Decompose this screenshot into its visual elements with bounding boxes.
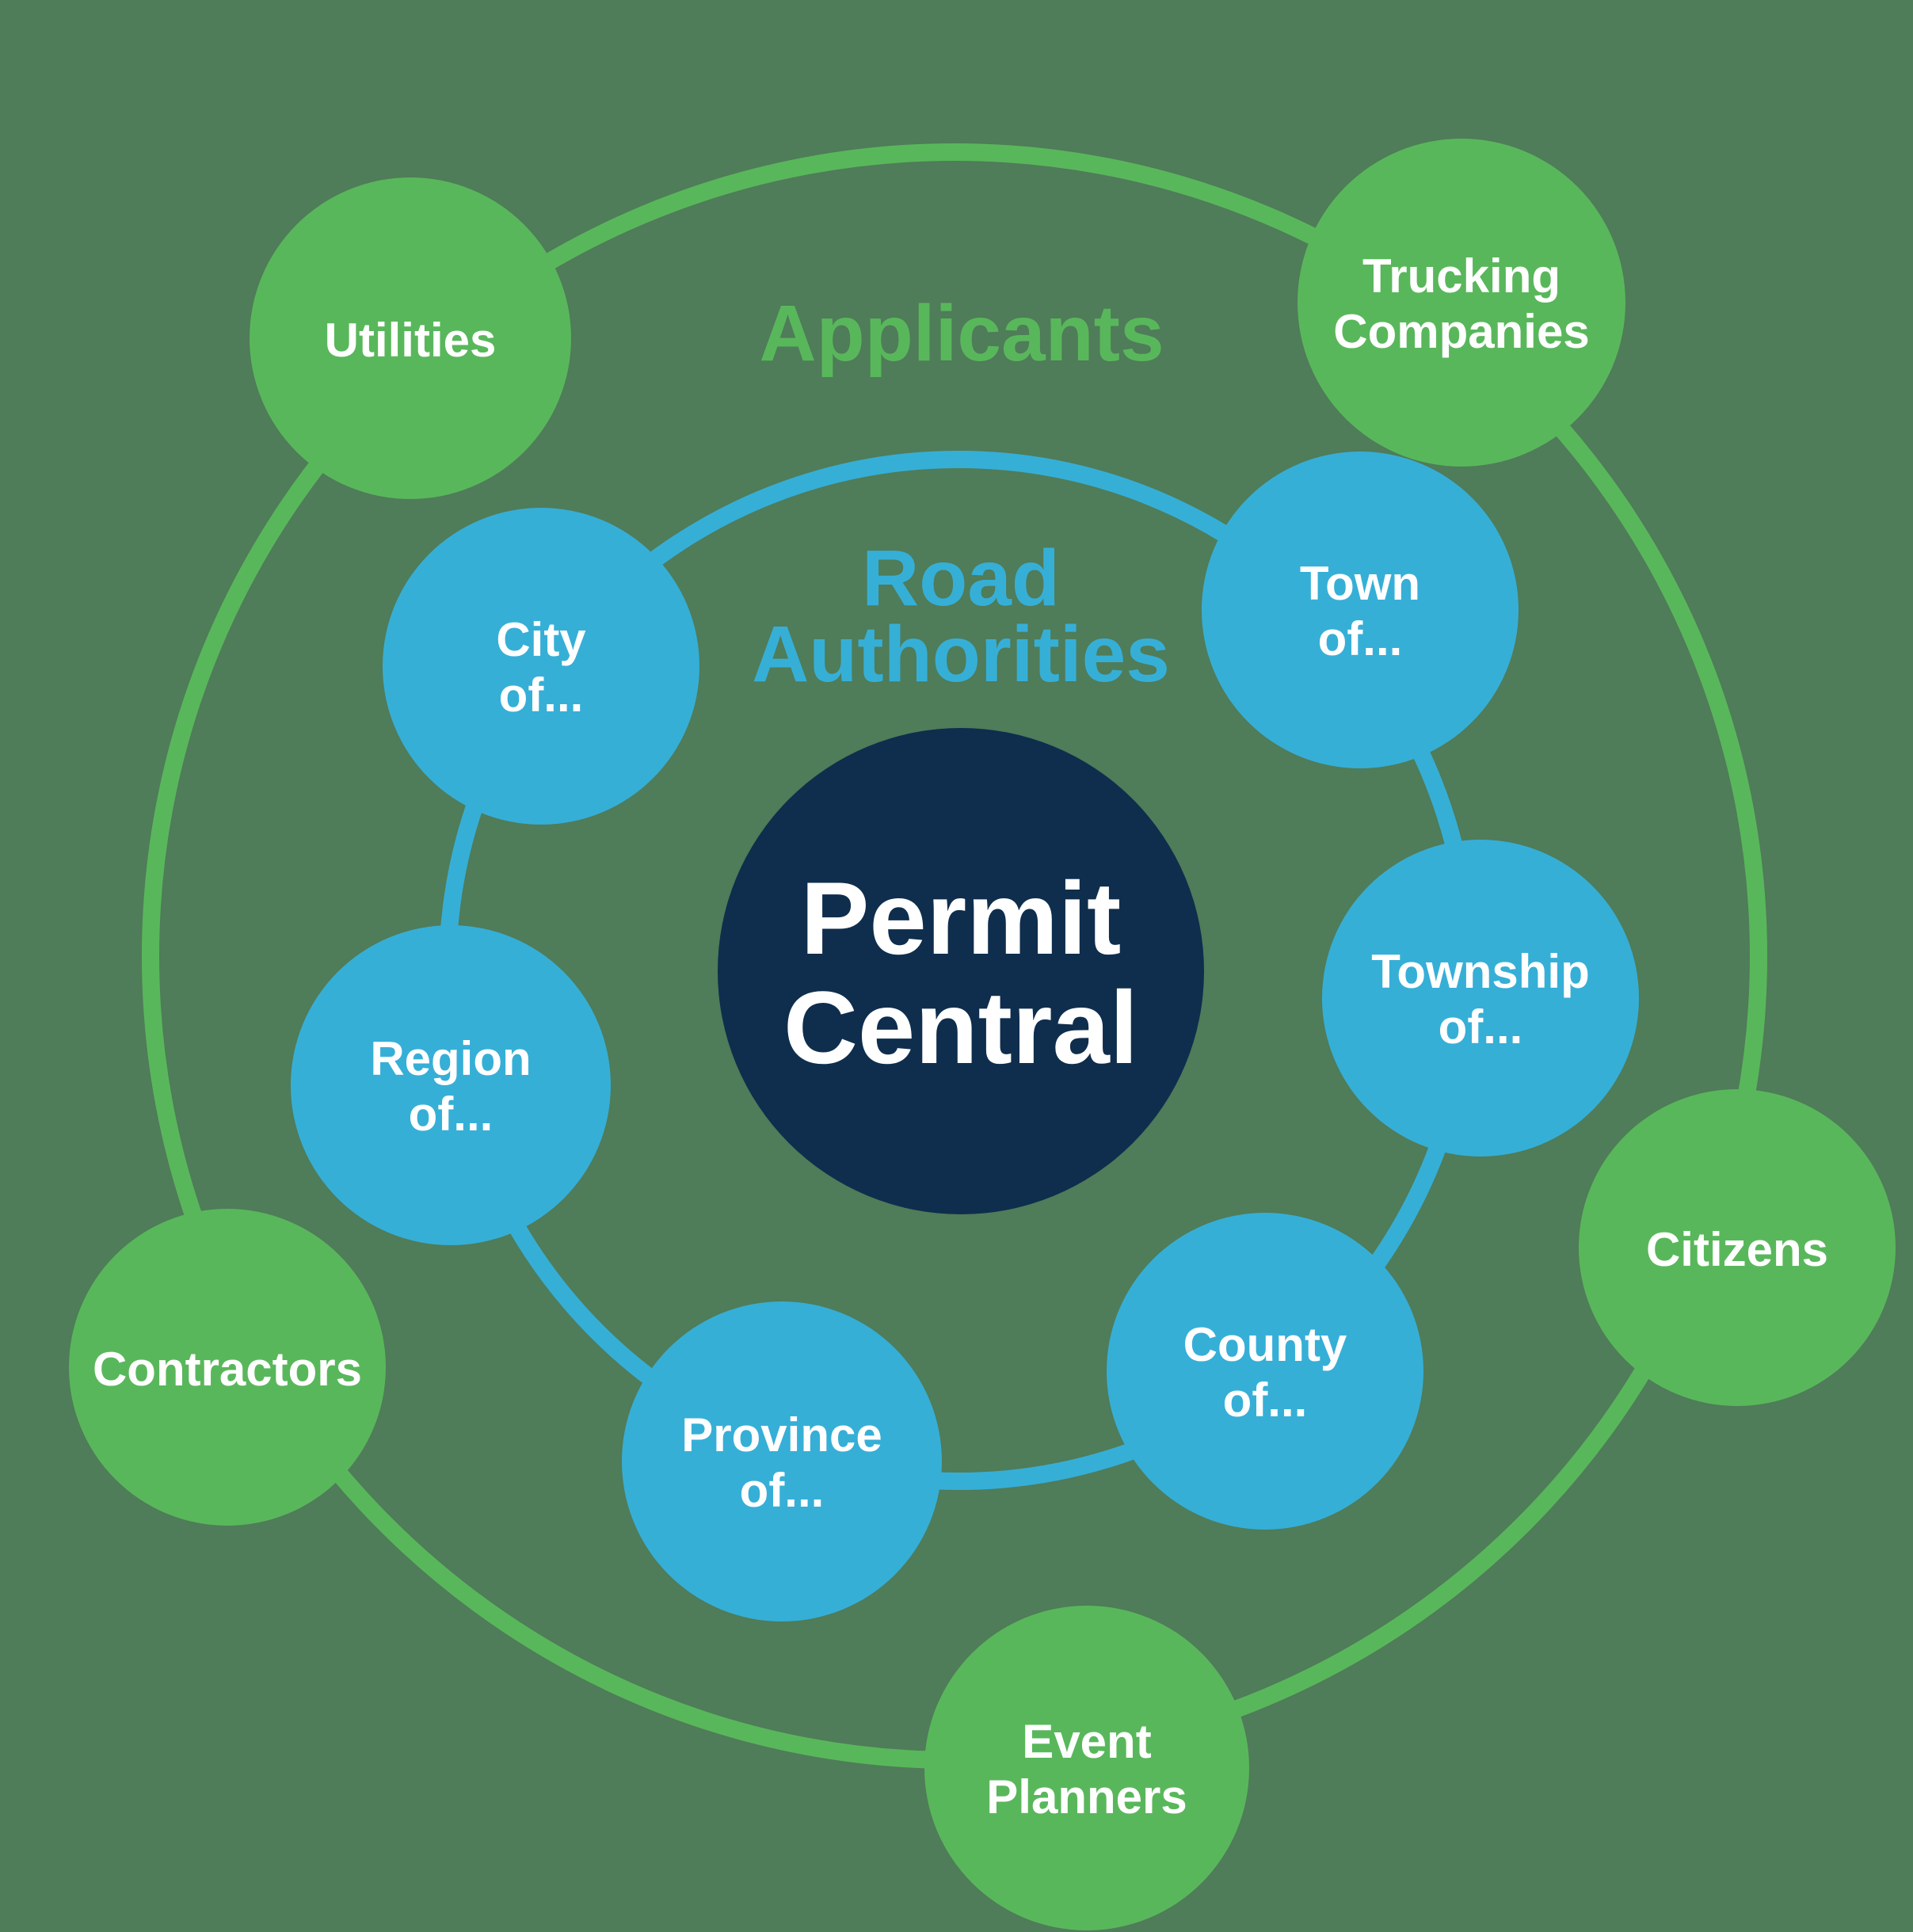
node-permit-central: Permit Central [718, 728, 1204, 1214]
county-of-circle [1107, 1213, 1423, 1530]
province-of-label-line2: of... [740, 1464, 825, 1517]
utilities-label: Utilities [325, 314, 497, 367]
region-of-label-line1: Region [370, 1032, 531, 1085]
town-of-label-line2: of... [1318, 612, 1403, 665]
node-township-of: Township of... [1322, 840, 1639, 1157]
node-region-of: Region of... [291, 925, 611, 1245]
node-citizens: Citizens [1579, 1089, 1896, 1406]
permit-central-circle [718, 728, 1204, 1214]
node-trucking-companies: Trucking Companies [1298, 139, 1625, 467]
event-planners-label-line2: Planners [986, 1770, 1187, 1823]
applicants-ring-label: Applicants [759, 289, 1164, 378]
utilities-circle [250, 177, 571, 499]
trucking-companies-circle [1298, 139, 1625, 467]
township-of-label-line1: Township [1371, 945, 1590, 998]
town-of-label-line1: Town [1300, 557, 1420, 610]
trucking-companies-label-line2: Companies [1333, 305, 1589, 358]
town-of-circle [1202, 452, 1519, 768]
node-utilities: Utilities [250, 177, 571, 499]
region-of-label-line2: of... [409, 1088, 493, 1141]
province-of-label-line1: Province [681, 1408, 882, 1461]
citizens-label: Citizens [1646, 1223, 1828, 1276]
road-authorities-ring-label-line2: Authorities [752, 610, 1170, 699]
event-planners-label-line1: Event [1022, 1715, 1151, 1768]
node-contractors: Contractors [69, 1209, 386, 1526]
trucking-companies-label-line1: Trucking [1362, 250, 1561, 303]
province-of-circle [622, 1301, 942, 1621]
city-of-label-line2: of... [499, 669, 584, 722]
contractors-label: Contractors [93, 1343, 362, 1396]
contractors-circle [69, 1209, 386, 1526]
node-county-of: County of... [1107, 1213, 1423, 1530]
node-city-of: City of... [383, 508, 699, 825]
node-province-of: Province of... [622, 1301, 942, 1621]
event-planners-circle [924, 1606, 1249, 1930]
county-of-label-line2: of... [1223, 1374, 1308, 1427]
node-town-of: Town of... [1202, 452, 1519, 768]
permit-central-label-line2: Central [783, 970, 1138, 1085]
road-authorities-ring-label-line1: Road [862, 534, 1060, 623]
township-of-label-line2: of... [1439, 1000, 1523, 1054]
region-of-circle [291, 925, 611, 1245]
city-of-label-line1: City [496, 613, 586, 666]
citizens-circle [1579, 1089, 1896, 1406]
permit-central-label-line1: Permit [801, 860, 1122, 976]
node-event-planners: Event Planners [924, 1606, 1249, 1930]
township-of-circle [1322, 840, 1639, 1157]
city-of-circle [383, 508, 699, 825]
county-of-label-line1: County [1183, 1318, 1347, 1371]
